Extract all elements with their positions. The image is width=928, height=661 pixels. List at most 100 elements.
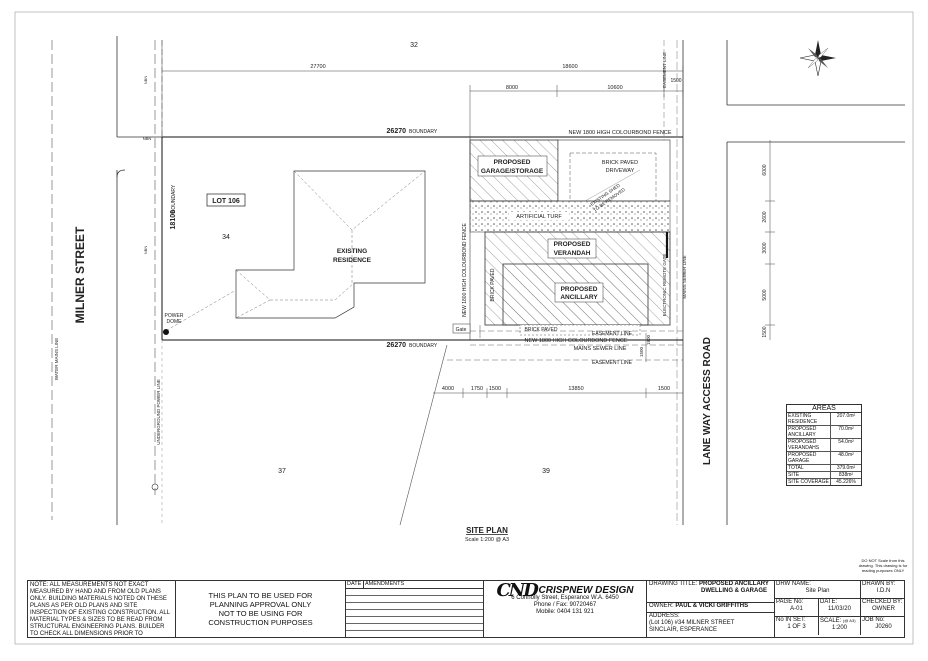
warning-line: THIS PLAN TO BE USED FOR [208, 591, 313, 600]
boundary-bottom-dim: 26270 [387, 342, 407, 349]
dim-27700: 27700 [310, 64, 325, 70]
side-boundary-word: BOUNDARY [171, 184, 177, 213]
dim-18600: 18600 [562, 64, 577, 70]
milner-street-label: MILNER STREET [73, 226, 87, 323]
electronic-gate-label: ELECTRONIC REMOTE GATE [662, 254, 667, 317]
scale-sub: (@ A3) [843, 618, 856, 623]
lot-39-label: 39 [542, 468, 550, 475]
company-name: CRISPNEW DESIGN [538, 585, 634, 596]
boundary-top-dim: 26270 [387, 128, 407, 135]
boundary-top-word: BOUNDARY [409, 129, 438, 135]
company-mobile: Mobile: 0404 131 921 [536, 609, 594, 616]
rev-date-header: DATE [346, 581, 364, 588]
site-plan-scale: Scale 1:200 @ A3 [465, 537, 509, 543]
drawing-info: DRAWING TITLE: PROPOSED ANCILLARY DWELLI… [646, 580, 774, 638]
warning-line: NOT TO BE USING FOR [218, 609, 303, 618]
dim-1750: 1750 [471, 386, 483, 392]
proposed-verandah-label-1: PROPOSED [554, 241, 591, 248]
drawing-meta: DRW NAME: Site Plan DRAWN BY: I.D.N PAGE… [774, 580, 905, 638]
drawn-by-label: DRAWN BY: [862, 581, 896, 587]
page-no-label: PAGE No: [776, 599, 804, 605]
titleblock-warning: THIS PLAN TO BE USED FOR PLANNING APPROV… [175, 580, 345, 638]
owner-value: PAUL & VICKI GRIFFITHS [675, 603, 749, 609]
underground-power-label: UNDERGROUND POWER LINE [156, 379, 161, 445]
proposed-garage-label-2: GARAGE/STORAGE [481, 168, 544, 175]
easement-line-label-2: EASEMENT LINE [592, 360, 633, 366]
company-logo-block: CND CRISPNEW DESIGN 6 Connolly Street, E… [483, 580, 646, 638]
laneway-label: LANE WAY ACCESS ROAD [702, 337, 713, 465]
nbn-label-1: NBN [143, 76, 148, 85]
gate-label: Gate [456, 327, 467, 333]
new-fence-side-label: NEW 1800 HIGH COLOURBOND FENCE [462, 223, 468, 317]
new-fence-bottom-label: NEW 1800 HIGH COLOURBOND FENCE [525, 338, 628, 344]
easement-line-label: EASEMENT LINE [592, 331, 633, 337]
proposed-verandah-label-2: VERANDAH [554, 250, 591, 257]
driveway-label-2: DRIVEWAY [606, 168, 635, 174]
checked-value: OWNER [872, 606, 895, 612]
mains-sewer-label: MAINS SEWER LINE [574, 346, 627, 352]
proposed-garage-label-1: PROPOSED [494, 159, 531, 166]
warning-line: CONSTRUCTION PURPOSES [208, 618, 313, 627]
dim-10600: 10600 [607, 85, 622, 91]
job-label: JOB No: [862, 617, 885, 623]
lot-32-label: 32 [410, 42, 418, 49]
brick-paved-bottom-label: BRICK PAVED [525, 327, 558, 333]
lot-37-label: 37 [278, 468, 286, 475]
water-mains-label: WATER MAINS LINE [54, 338, 59, 381]
revision-table: DATE AMENDMENTS [345, 580, 483, 638]
do-not-scale-note: DO NOT Scale from this drawing. This dra… [858, 558, 908, 573]
dim-4000: 4000 [442, 386, 454, 392]
dim-1500d: 1500 [762, 326, 768, 337]
sheet-border [14, 11, 914, 645]
company-phone: Phone / Fax: 90720467 [533, 602, 597, 609]
dim-1500c: 1500 [658, 386, 670, 392]
dim-8000: 8000 [506, 85, 518, 91]
address-label: ADDRESS: [649, 613, 680, 619]
drw-name-value: Site Plan [805, 588, 830, 594]
driveway-label-1: BRICK PAVED [602, 160, 638, 166]
proposed-ancillary-label-2: ANCILLARY [560, 294, 598, 301]
side-boundary-dim: 18100 [170, 210, 177, 230]
scale-value: 1:200 [831, 625, 847, 631]
titleblock-notes: NOTE: ALL MEASUREMENTS NOT EXACT MEASURE… [27, 580, 175, 638]
nbn-label-3: NBN [143, 246, 148, 255]
boundary-bottom-word: BOUNDARY [409, 343, 438, 349]
lot-34-label: 34 [222, 234, 230, 241]
easement-top-label: EASEMENT LINE [662, 52, 667, 88]
checked-label: CHECKED BY: [862, 599, 903, 605]
nbn-label-2: NBN [143, 136, 152, 141]
dim-1500a: 1500 [670, 78, 681, 84]
drawn-by-value: I.D.N [876, 588, 891, 594]
owner-label: OWNER: [649, 603, 674, 609]
dim-2600: 2600 [762, 211, 768, 222]
lot-106-label: LOT 106 [212, 198, 240, 205]
warning-line: PLANNING APPROVAL ONLY [209, 600, 312, 609]
drawing-title-1: PROPOSED ANCILLARY [699, 581, 769, 587]
dim-5000: 5000 [762, 289, 768, 300]
date-value: 11/03/20 [828, 606, 851, 612]
new-fence-top-label: NEW 1800 HIGH COLOURBOND FENCE [569, 130, 672, 136]
company-logo: CND [496, 580, 538, 601]
rev-amend-header: AMENDMENTS [365, 581, 405, 587]
dim-1800: 1800 [646, 334, 651, 345]
address-line-2: SINCLAIR, ESPERANCE [649, 627, 718, 633]
dim-13850: 13850 [568, 386, 583, 392]
north-arrow-icon [799, 40, 836, 77]
existing-residence-label-1: EXISTING [337, 248, 367, 255]
drawing-title-label: DRAWING TITLE: [649, 581, 698, 587]
dim-1500b: 1500 [489, 386, 501, 392]
power-dome-label-2: DOME [167, 319, 183, 325]
dim-1500e: 1500 [639, 346, 644, 357]
site-plan-title: SITE PLAN [466, 526, 508, 535]
dim-6000: 6000 [762, 164, 768, 175]
drw-name-label: DRW NAME: [776, 581, 811, 587]
